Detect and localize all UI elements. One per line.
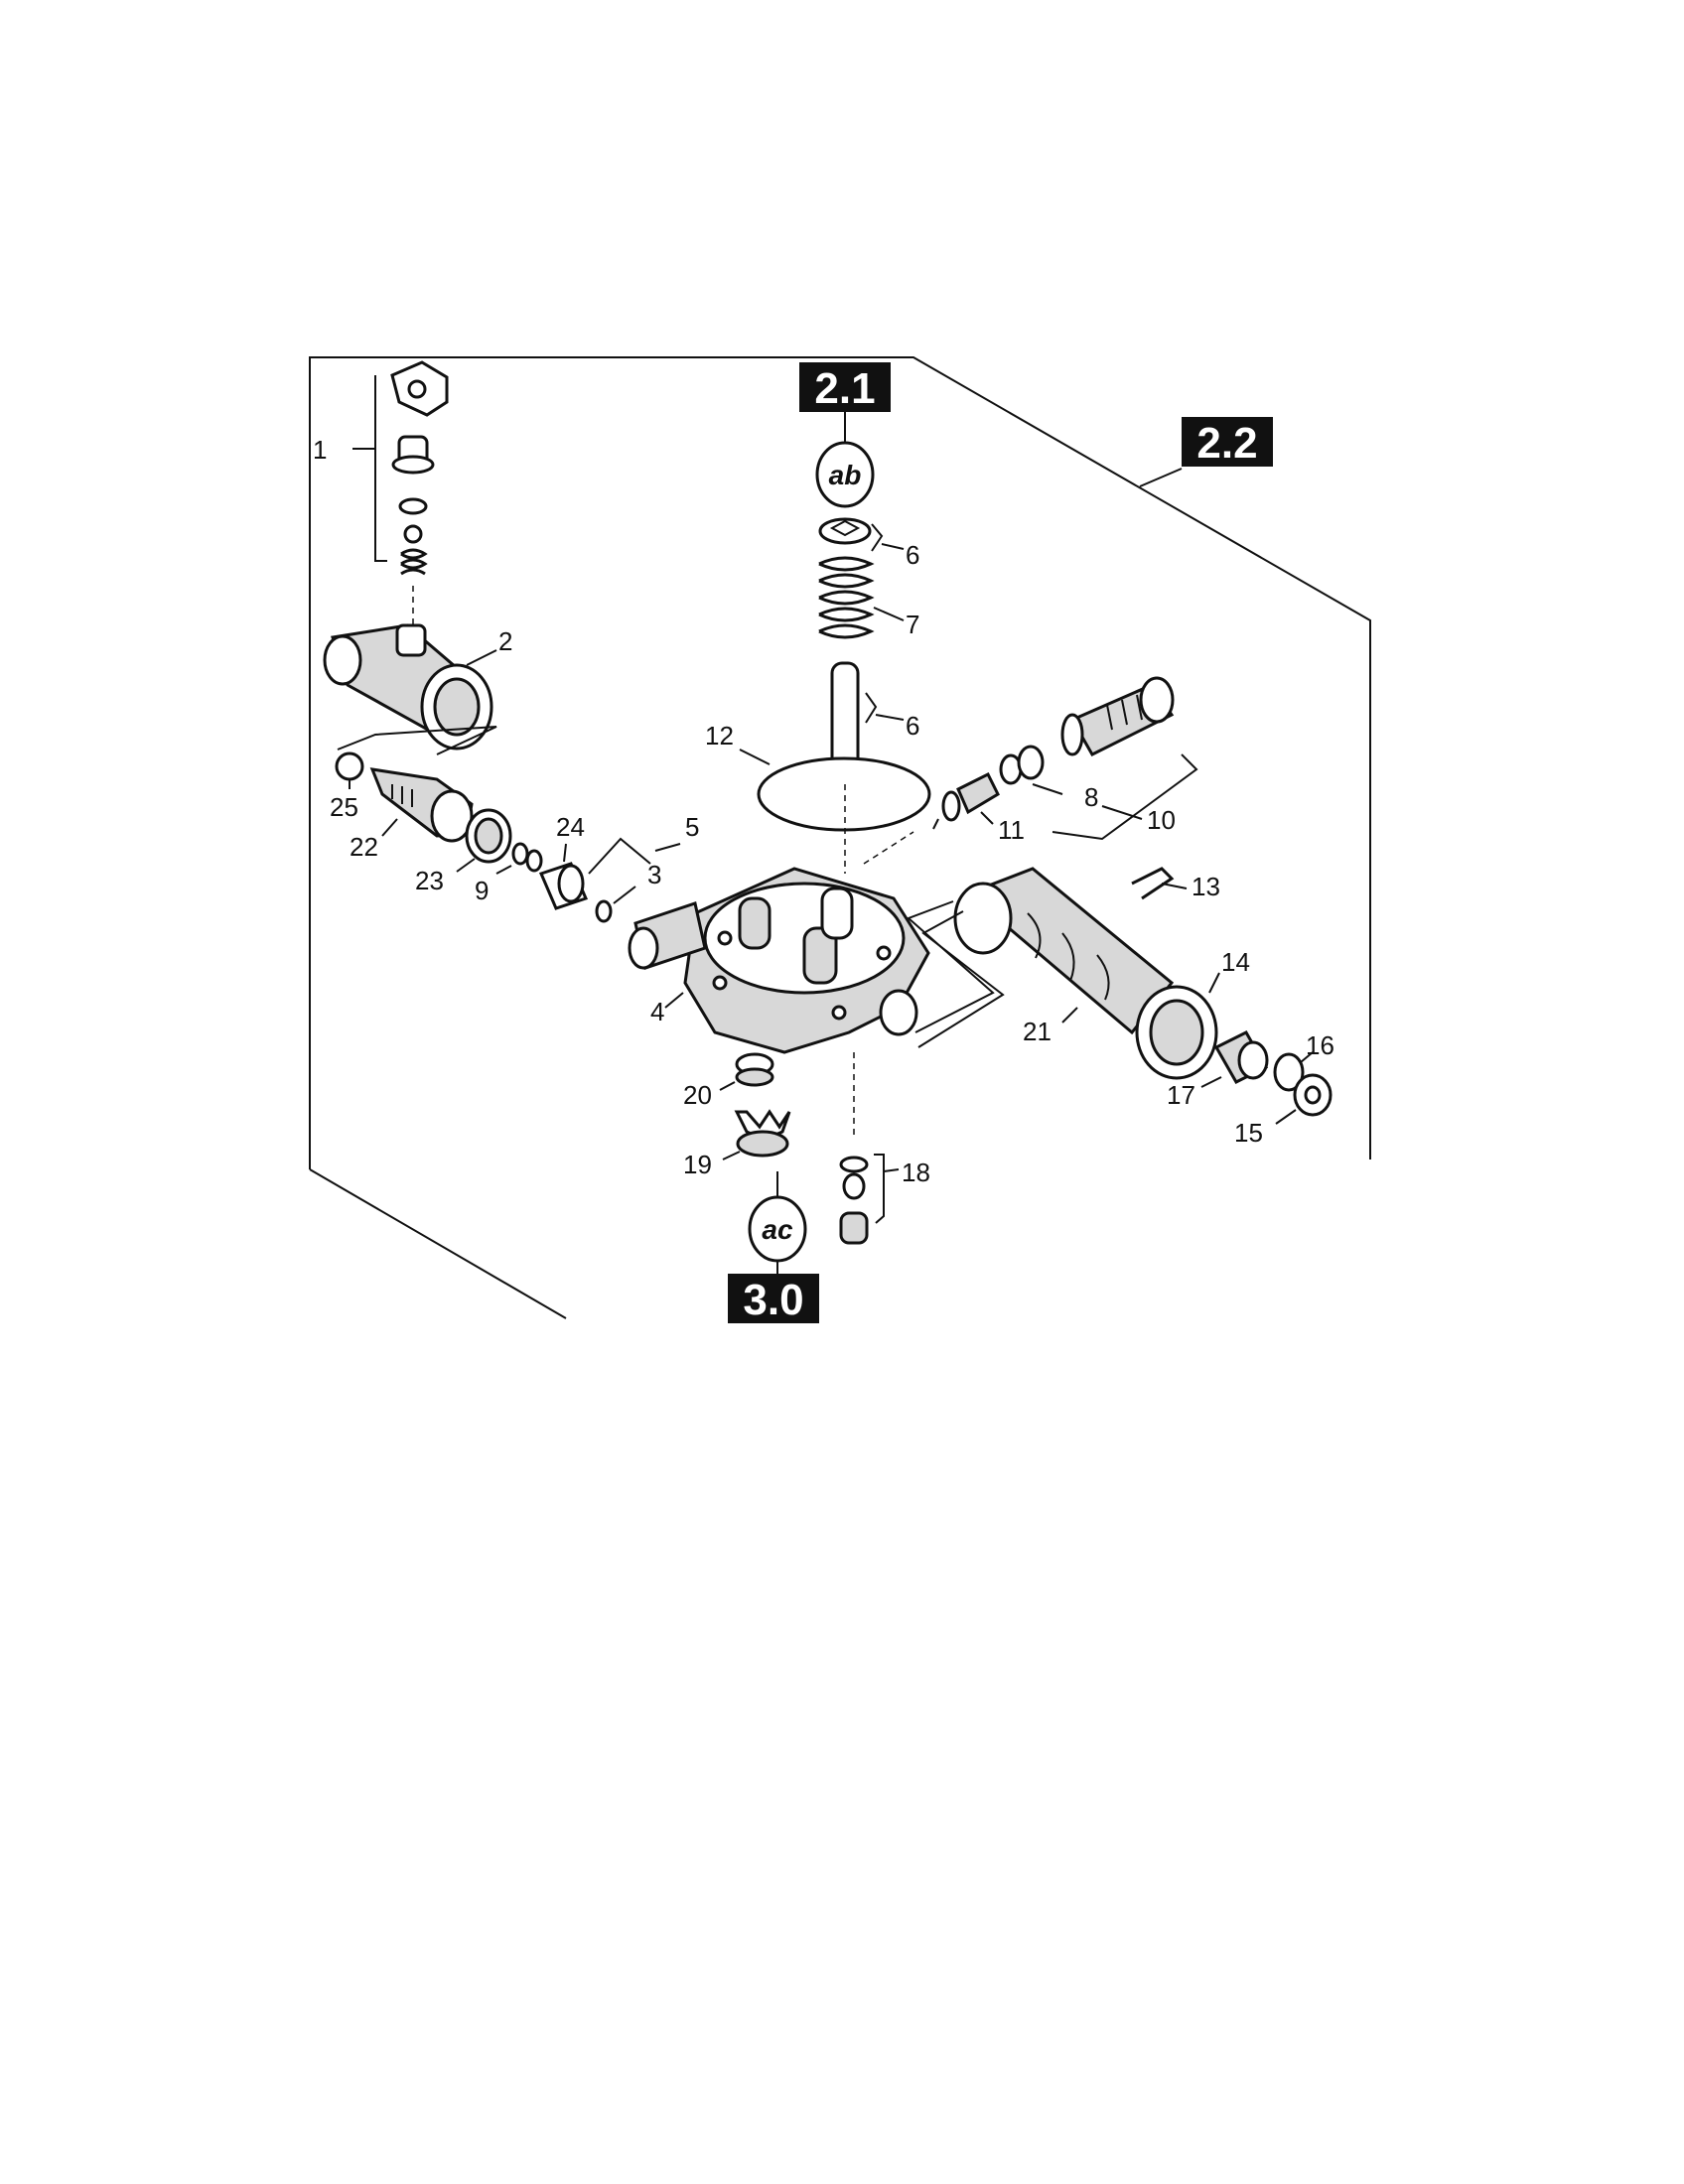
label-7: 7 [906,610,919,639]
diagram-frame [309,356,1371,1319]
part-8-orings: 8 [999,745,1098,812]
part-16-oring: 16 [1273,1030,1334,1092]
label-24: 24 [556,812,585,842]
label-14: 14 [1221,947,1250,977]
section-label-3-0: 3.0 [743,1276,803,1324]
label-10: 10 [1147,805,1176,835]
label-1: 1 [313,435,327,465]
part-23-ring: 23 [415,808,512,895]
section-badge-2-1: 2.1 [799,362,891,413]
label-19: 19 [683,1150,712,1179]
part-1-assembly [374,360,449,635]
part-6-washer: 6 [818,517,919,570]
marker-ac-label: ac [762,1214,793,1245]
part-6-piston: 6 [830,661,919,779]
part-1-label-group: 1 [313,435,375,465]
label-18: 18 [902,1158,930,1187]
label-9: 9 [475,876,489,905]
label-16: 16 [1306,1030,1334,1060]
label-21: 21 [1023,1017,1052,1046]
part-7-spring: 7 [818,556,919,639]
label-12: 12 [705,721,734,751]
marker-ac: ac [748,1171,807,1274]
section-badge-2-2: 2.2 [1139,417,1273,487]
part-13-clip: 13 [1131,867,1220,901]
label-15: 15 [1234,1118,1263,1148]
part-4-pump-housing: 4 [628,867,930,1054]
part-25-oring: 25 [330,751,364,822]
label-23: 23 [415,866,444,895]
label-22: 22 [350,832,378,862]
part-11-valve: 11 [932,771,1025,845]
label-3: 3 [647,860,661,889]
part-3-oring: 3 [595,860,661,923]
part-14-nut: 14 [1135,947,1250,1080]
label-6-top: 6 [906,540,919,570]
part-21-outlet: 21 [953,867,1175,1046]
part-22-valve: 22 [350,767,474,862]
section-label-2-2: 2.2 [1196,419,1257,468]
part-20-seal: 20 [683,1052,774,1110]
label-5: 5 [685,812,699,842]
label-11: 11 [998,815,1025,845]
label-6-bottom: 6 [906,711,919,741]
marker-ab-label: ab [829,460,862,490]
section-label-2-1: 2.1 [814,364,875,413]
label-8: 8 [1084,782,1098,812]
part-9-oring: 9 [475,842,543,905]
part-5-bracket: 5 [588,812,699,875]
label-20: 20 [683,1080,712,1110]
part-24-fitting: 24 [538,812,589,910]
marker-ab: ab [815,412,875,508]
label-4: 4 [650,997,664,1026]
part-10-valve-assembly: 10 [1052,676,1198,841]
part-12-oring: 12 [705,721,931,832]
label-13: 13 [1192,872,1220,901]
section-badge-3-0: 3.0 [728,1274,819,1324]
axis-right [863,831,914,865]
label-17: 17 [1167,1080,1195,1110]
label-25: 25 [330,792,358,822]
part-18-valve-set: 18 [839,1154,930,1245]
part-15-washer: 15 [1234,1073,1333,1148]
part-19-retainer: 19 [683,1109,791,1179]
part-2-tee-body [323,623,493,751]
bracket-housing-right [917,910,1005,1048]
part-2-label-group: 2 [466,626,512,666]
bracket-2 [337,726,497,755]
label-2: 2 [498,626,512,656]
part-17-filter: 17 [1167,1030,1269,1110]
